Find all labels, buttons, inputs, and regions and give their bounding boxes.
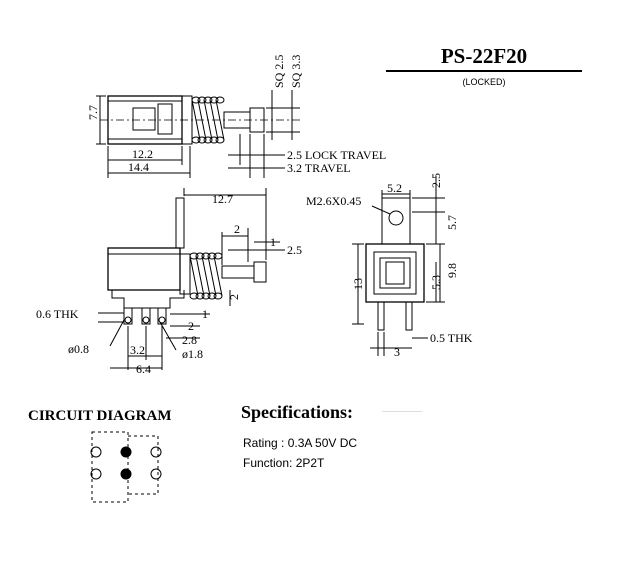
screw-spec-label: M2.6X0.45 (306, 194, 361, 208)
pin-span-dim: 6.4 (136, 362, 151, 376)
side-dim-28: 2.8 (182, 333, 197, 347)
top-view-drawing (96, 90, 300, 178)
front-98-dim: 9.8 (445, 263, 459, 278)
pin-pitch-dim: 3.2 (130, 343, 145, 357)
function-text: Function: 2P2T (243, 456, 325, 470)
side-dim-c: 2.5 (287, 243, 302, 257)
front-57-dim: 5.7 (445, 215, 459, 230)
top-body-length-dim: 12.2 (132, 147, 153, 161)
top-sq-small-dim: SQ 2.5 (272, 55, 286, 88)
title-underline (386, 70, 582, 72)
hole-diameter-label: ø0.8 (68, 342, 89, 356)
front-pitch-dim: 3 (394, 345, 400, 359)
circuit-diagram-drawing (90, 431, 162, 503)
lock-state-label: (LOCKED) (462, 77, 506, 87)
circuit-diagram-title: CIRCUIT DIAGRAM (28, 408, 172, 424)
top-total-length-dim: 14.4 (128, 160, 149, 174)
travel-dim: 3.2 TRAVEL (287, 161, 351, 175)
top-height-dim: 7.7 (86, 105, 100, 120)
side-dim-a: 2 (234, 222, 240, 236)
side-length-dim: 12.7 (212, 192, 233, 206)
lock-travel-dim: 2.5 LOCK TRAVEL (287, 148, 386, 162)
side-dim-b: 1 (270, 235, 276, 249)
front-height-dim: 13 (351, 278, 365, 290)
pin-diameter-label: ø1.8 (182, 347, 203, 361)
front-view-drawing (352, 176, 445, 356)
front-top-width-dim: 5.2 (387, 181, 402, 195)
specifications-title: Specifications: (241, 402, 353, 422)
side-view-drawing (98, 188, 285, 370)
specifications-rule (382, 411, 422, 412)
side-dim-1: 1 (202, 307, 208, 321)
front-top-dim: 2.5 (429, 173, 443, 188)
front-thickness-label: 0.5 THK (430, 331, 473, 345)
front-53-dim: 5.3 (429, 275, 443, 290)
rating-text: Rating : 0.3A 50V DC (243, 436, 358, 450)
pin-thickness-label: 0.6 THK (36, 307, 79, 321)
model-title: PS-22F20 (440, 44, 528, 68)
top-sq-large-dim: SQ 3.3 (289, 55, 303, 88)
side-vertical-dim: 2 (227, 294, 241, 300)
side-dim-2: 2 (188, 319, 194, 333)
